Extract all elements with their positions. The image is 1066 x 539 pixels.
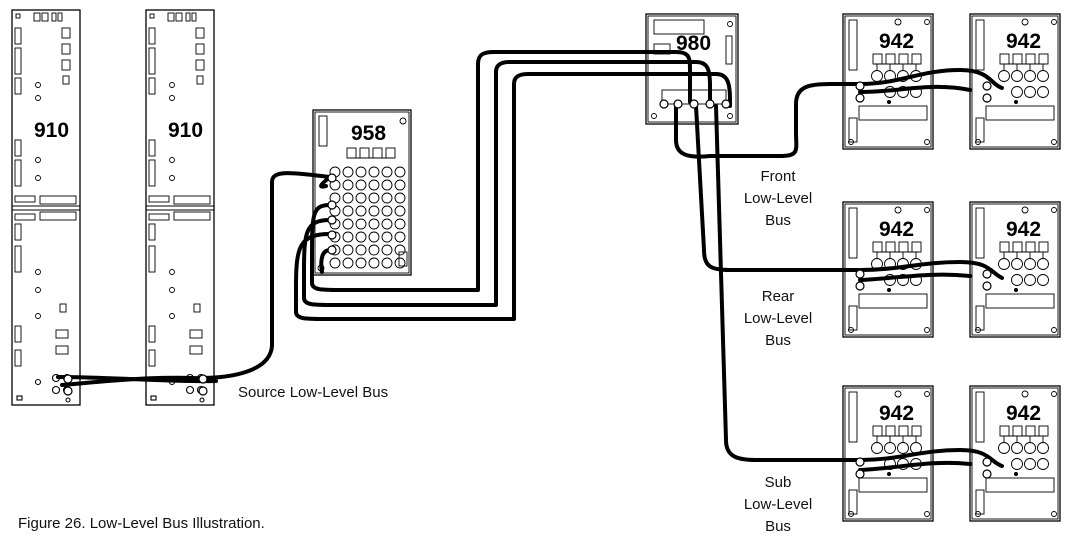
module-910-left: 910 — [11, 9, 81, 406]
module-910-right: 910 — [145, 9, 215, 406]
sub-bus-label-line2: Low-Level — [743, 496, 813, 513]
module-910-left-number: 910 — [34, 119, 69, 142]
module-942-rear-2-number: 942 — [1006, 218, 1041, 241]
module-958-number: 958 — [351, 122, 386, 145]
sub-bus-label-line1: Sub — [764, 474, 792, 491]
module-942-sub-1: 942 — [842, 385, 934, 522]
sub-bus-cable — [714, 104, 1004, 472]
module-942-sub-1-number: 942 — [879, 402, 914, 425]
source-bus-label: Source Low-Level Bus — [238, 384, 389, 401]
rear-bus-label-line3: Bus — [765, 332, 791, 349]
connector-jacks — [63, 81, 992, 479]
rear-bus-label-line2: Low-Level — [743, 310, 813, 327]
module-942-rear-1-number: 942 — [879, 218, 914, 241]
rear-bus-cable — [694, 104, 1004, 282]
module-942-front-2-number: 942 — [1006, 30, 1041, 53]
module-980: 980 — [645, 13, 739, 125]
front-bus-label-line3: Bus — [765, 212, 791, 229]
module-942-front-1-number: 942 — [879, 30, 914, 53]
module-942-rear-2: 942 — [969, 201, 1061, 338]
sub-bus-label: Sub Low-Level Bus — [738, 472, 818, 538]
module-942-sub-2: 942 — [969, 385, 1061, 522]
rear-bus-label-line1: Rear — [761, 288, 795, 305]
rear-bus-label: Rear Low-Level Bus — [738, 286, 818, 352]
front-bus-label-line2: Low-Level — [743, 190, 813, 207]
958-to-980-cables — [294, 50, 732, 321]
module-942-rear-1: 942 — [842, 201, 934, 338]
module-980-number: 980 — [676, 32, 711, 55]
module-942-front-2: 942 — [969, 13, 1061, 150]
module-910-right-number: 910 — [168, 119, 203, 142]
source-bus-cable — [56, 171, 332, 387]
figure-caption: Figure 26. Low-Level Bus Illustration. — [18, 515, 265, 532]
front-bus-label: Front Low-Level Bus — [738, 166, 818, 232]
front-bus-label-line1: Front — [760, 168, 796, 185]
sub-bus-label-line3: Bus — [765, 518, 791, 535]
module-942-front-1: 942 — [842, 13, 934, 150]
module-942-sub-2-number: 942 — [1006, 402, 1041, 425]
front-bus-cable — [674, 68, 1004, 159]
module-958: 958 — [312, 109, 412, 276]
